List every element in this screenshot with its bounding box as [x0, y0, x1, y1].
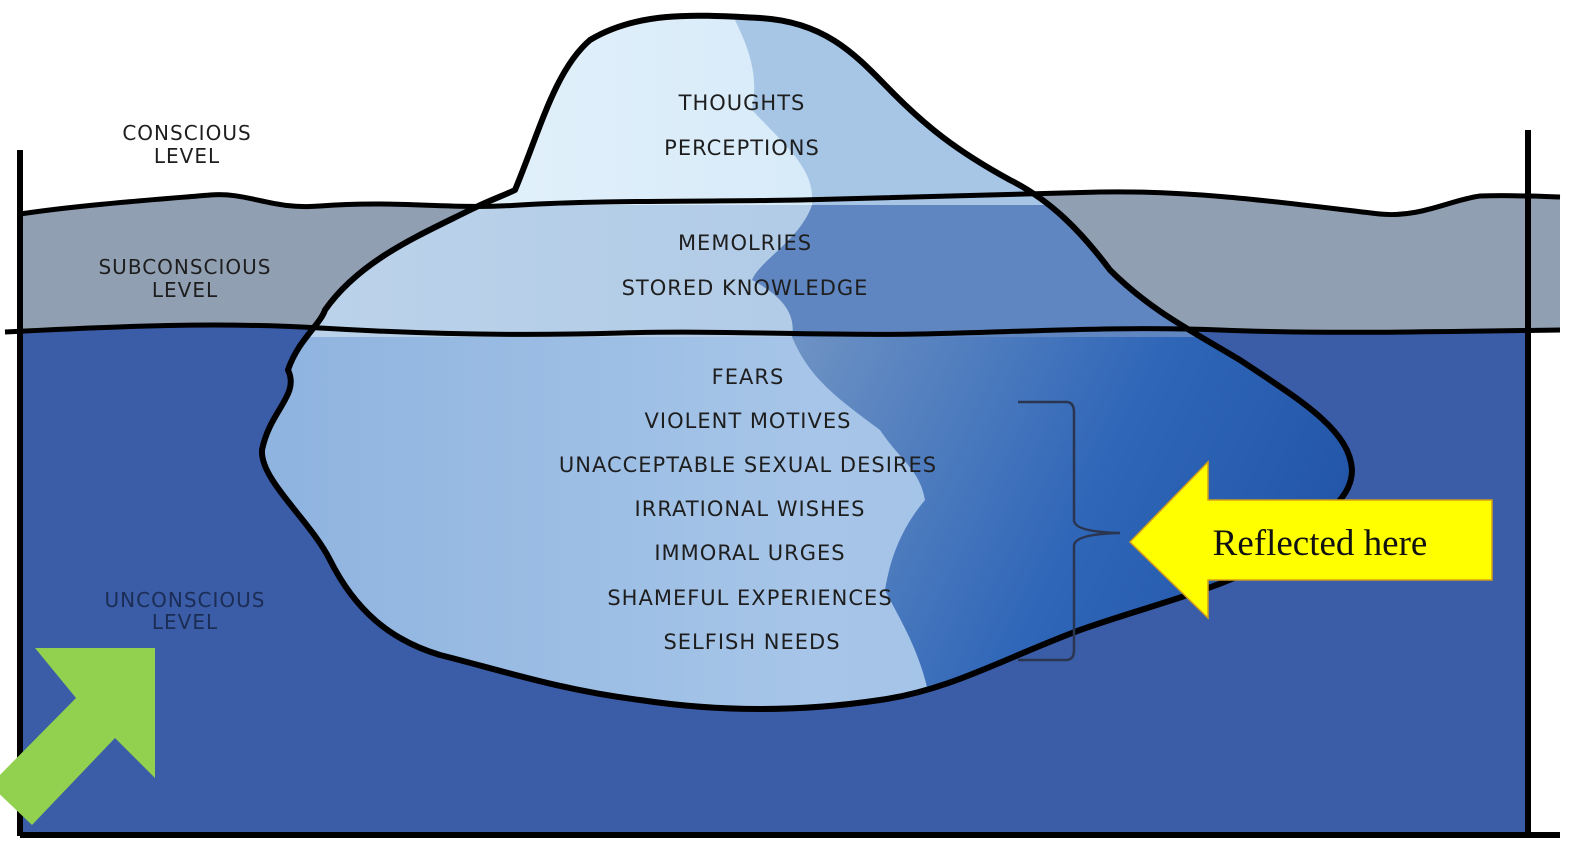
surface-line-top — [19, 189, 1561, 218]
item-selfish-needs: SELFISH NEEDS — [663, 630, 840, 654]
callout-text: Reflected here — [1213, 523, 1428, 564]
item-immoral-urges: IMMORAL URGES — [654, 541, 845, 565]
conscious-level-label-1: CONSCIOUS — [122, 121, 251, 145]
subconscious-level-label-1: SUBCONSCIOUS — [98, 255, 271, 279]
unconscious-level-label-1: UNCONSCIOUS — [105, 588, 266, 612]
surface-line-bottom — [4, 322, 1561, 337]
item-fears: FEARS — [712, 365, 785, 389]
unconscious-level-label-2: LEVEL — [152, 610, 218, 634]
item-irrational-wishes: IRRATIONAL WISHES — [635, 497, 866, 521]
iceberg-outline — [259, 12, 1355, 712]
item-stored-knowledge: STORED KNOWLEDGE — [622, 276, 869, 300]
item-perceptions: PERCEPTIONS — [664, 136, 820, 160]
subconscious-level-label-2: LEVEL — [152, 278, 218, 302]
callout-arrow-icon — [1128, 460, 1493, 620]
bracket — [1018, 400, 1121, 662]
item-memories: MEMOLRIES — [678, 231, 812, 255]
item-shameful-experiences: SHAMEFUL EXPERIENCES — [607, 586, 892, 610]
item-violent-motives: VIOLENT MOTIVES — [645, 409, 852, 433]
green-diagonal-arrow-icon — [0, 648, 155, 825]
item-sexual-desires: UNACCEPTABLE SEXUAL DESIRES — [559, 453, 937, 477]
item-thoughts: THOUGHTS — [678, 91, 806, 115]
conscious-level-label-2: LEVEL — [154, 144, 220, 168]
